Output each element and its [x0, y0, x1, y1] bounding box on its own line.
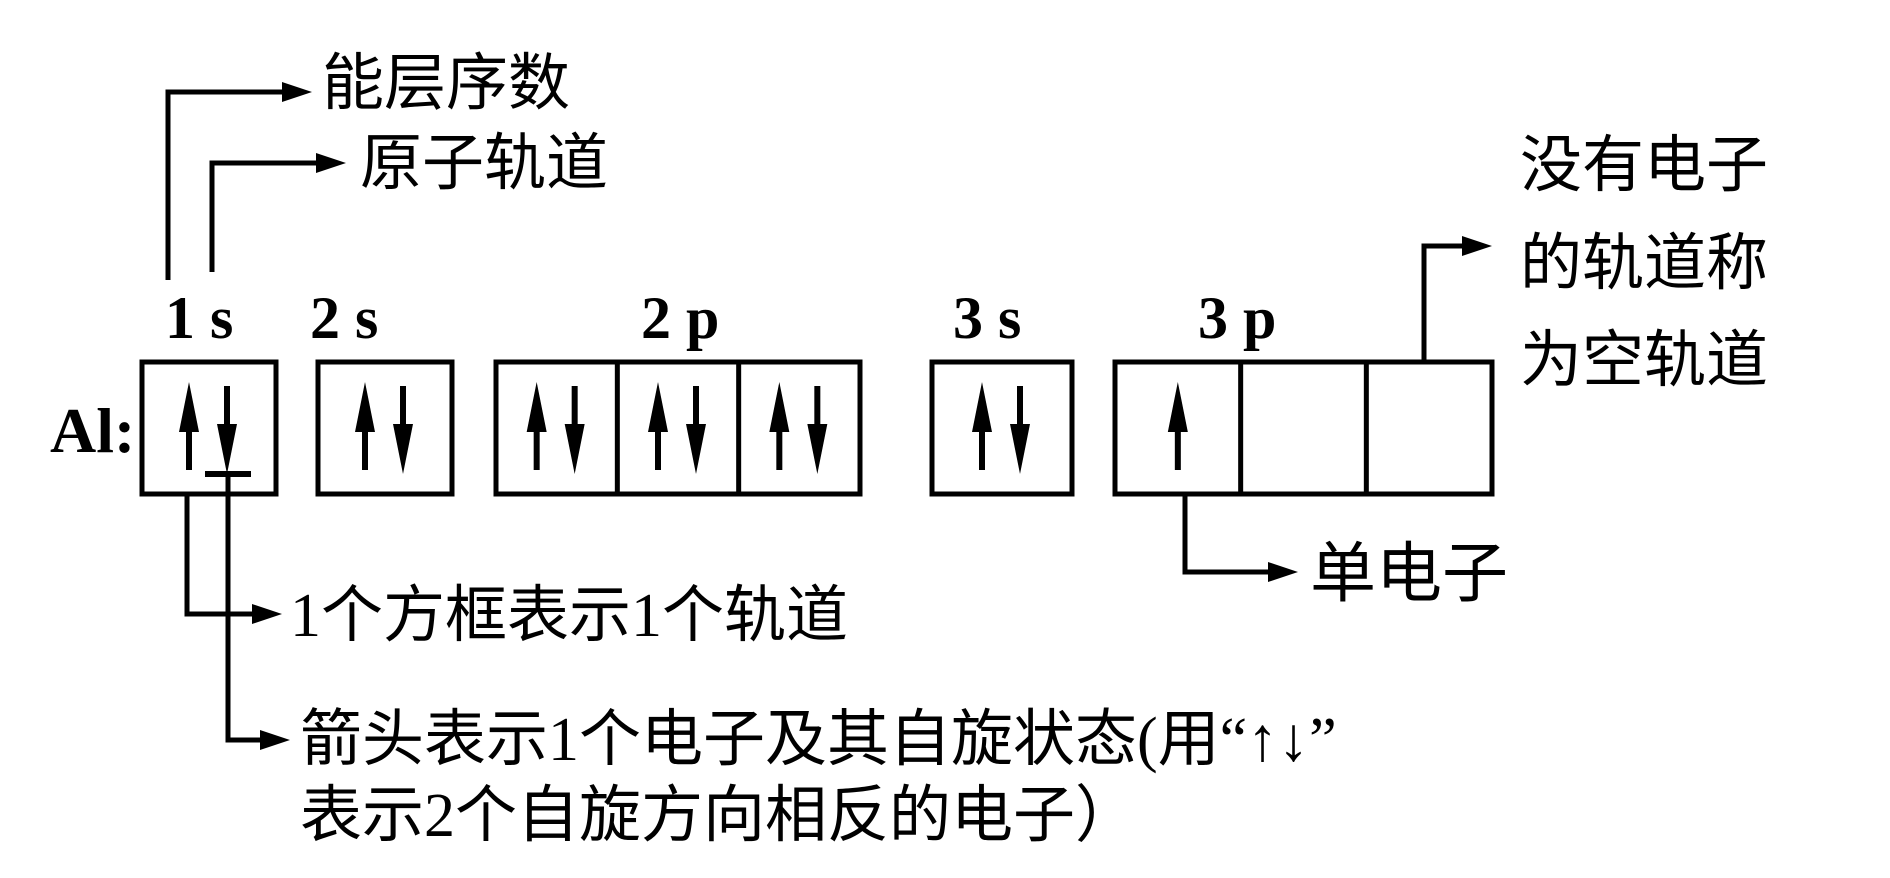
- box-meaning-label: 1个方框表示1个轨道: [290, 582, 848, 650]
- spin-down-arrowhead-icon: [1010, 424, 1030, 474]
- spin-up-arrowhead-icon: [1167, 382, 1188, 432]
- arrow-meaning-connector-line: [225, 474, 262, 743]
- spin-up-arrowhead-icon: [769, 382, 790, 432]
- single-electron-arrowhead-icon: [1268, 562, 1298, 582]
- empty-orbital-label-line2: 的轨道称: [1520, 230, 1768, 298]
- spin-up-arrowhead-icon: [648, 382, 668, 432]
- spin-up-arrowhead-icon: [179, 382, 199, 432]
- empty-orbital-connector-line: [1421, 243, 1464, 360]
- arrow-meaning-label-line1: 箭头表示1个电子及其自旋状态(用“↑↓”: [300, 706, 1337, 774]
- subshell-label: 2 s: [310, 285, 378, 351]
- arrow-meaning-arrowhead-icon: [260, 730, 290, 750]
- single-electron-connector-line: [1182, 494, 1270, 575]
- spin-down-arrowhead-icon: [217, 424, 237, 474]
- atomic-orbital-arrowhead-icon: [316, 153, 346, 173]
- atomic-orbital-label: 原子轨道: [360, 130, 608, 198]
- spin-up-arrowhead-icon: [972, 382, 992, 432]
- empty-orbital-label-line1: 没有电子: [1520, 132, 1768, 200]
- orbital-box-group-3p: [1112, 359, 1495, 497]
- spin-down-arrowhead-icon: [807, 424, 828, 474]
- orbital-box-group-3s: [929, 359, 1075, 497]
- atomic-orbital-connector-line: [209, 160, 318, 272]
- orbital-box-group-2p: [493, 359, 863, 497]
- subshell-label: 1 s: [165, 285, 233, 351]
- orbital-box-group-2s: [315, 359, 455, 497]
- box-meaning-connector-line: [184, 494, 254, 617]
- subshell-label: 3 s: [953, 285, 1021, 351]
- empty-orbital-label-line3: 为空轨道: [1520, 327, 1768, 395]
- orbital-boxes: 1 s 2 s 2 p 3 s 3 p: [139, 285, 1495, 497]
- spin-down-arrowhead-icon: [393, 424, 413, 474]
- energy-level-arrowhead-icon: [282, 82, 312, 102]
- spin-up-arrowhead-icon: [355, 382, 375, 432]
- subshell-label: 3 p: [1198, 285, 1276, 351]
- energy-level-connector-line: [165, 89, 284, 280]
- box-meaning-arrowhead-icon: [252, 604, 282, 624]
- spin-down-arrowhead-icon: [564, 424, 585, 474]
- empty-orbital-arrowhead-icon: [1462, 236, 1492, 256]
- spin-up-arrowhead-icon: [526, 382, 547, 432]
- orbital-box-group-1s: [139, 359, 279, 497]
- subshell-label: 2 p: [641, 285, 719, 351]
- element-label: Al:: [50, 395, 135, 466]
- spin-down-arrowhead-icon: [686, 424, 706, 474]
- single-electron-label: 单电子: [1310, 538, 1508, 611]
- arrow-meaning-label-line2: 表示2个自旋方向相反的电子）: [300, 782, 1137, 850]
- energy-level-label: 能层序数: [322, 50, 570, 118]
